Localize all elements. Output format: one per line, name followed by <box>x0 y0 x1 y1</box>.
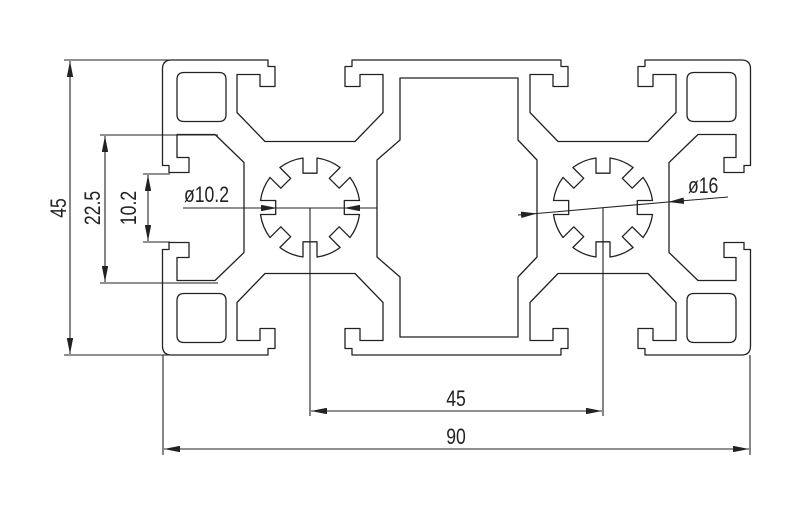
dimension-label: 90 <box>446 425 466 449</box>
dimension-label: ø16 <box>688 174 718 198</box>
dimension-bore-outer: ø16 <box>517 174 729 218</box>
dimension-label: 10.2 <box>117 191 141 225</box>
dimension-height-45: 45 <box>47 59 175 356</box>
dimension-label: ø10.2 <box>184 183 229 207</box>
center-bore-left <box>259 157 361 258</box>
dimension-center-bore: ø10.2 <box>183 183 377 212</box>
dimension-width-90: 90 <box>162 355 751 455</box>
dimension-label: 45 <box>446 387 466 411</box>
profile-cavities <box>176 71 737 344</box>
dimension-slot-opening: 10.2 <box>117 173 170 243</box>
dimension-label: 22.5 <box>81 191 105 225</box>
dimension-label: 45 <box>47 198 71 218</box>
dimension-slot-pitch: 22.5 <box>81 134 218 284</box>
center-bore-right <box>552 157 654 258</box>
profile-outline <box>161 59 752 356</box>
dimension-center-distance: 45 <box>309 208 604 416</box>
